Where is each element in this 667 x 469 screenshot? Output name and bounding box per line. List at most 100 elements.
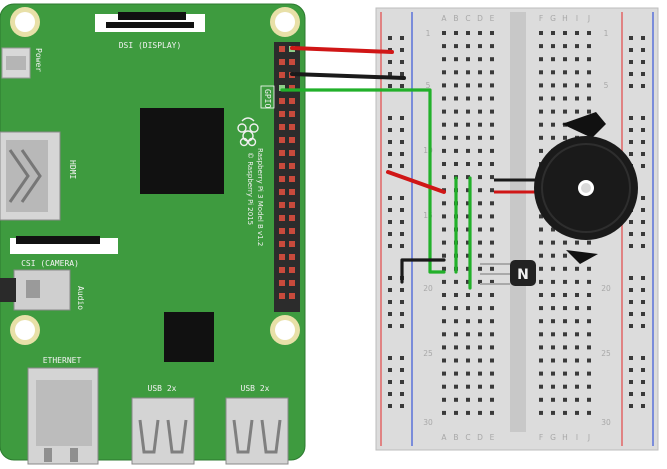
breadboard-hole bbox=[563, 109, 567, 114]
breadboard-hole bbox=[641, 368, 645, 372]
gpio-pin bbox=[279, 202, 285, 208]
breadboard-hole bbox=[629, 300, 633, 304]
breadboard-hole bbox=[490, 358, 494, 363]
svg-text:D: D bbox=[477, 433, 483, 442]
breadboard-hole bbox=[641, 404, 645, 408]
breadboard-hole bbox=[466, 306, 470, 311]
breadboard-hole bbox=[539, 371, 543, 376]
breadboard-hole bbox=[400, 392, 404, 396]
npn-transistor: N bbox=[480, 260, 536, 286]
breadboard-hole bbox=[641, 60, 645, 64]
breadboard-hole bbox=[575, 96, 579, 101]
breadboard-hole bbox=[442, 358, 446, 363]
breadboard-hole bbox=[563, 345, 567, 350]
breadboard-hole bbox=[490, 122, 494, 127]
breadboard-hole bbox=[490, 201, 494, 206]
breadboard-hole bbox=[563, 31, 567, 35]
breadboard-hole bbox=[466, 253, 470, 258]
gpio-pin bbox=[289, 254, 295, 260]
breadboard-hole bbox=[388, 72, 392, 76]
breadboard-hole bbox=[551, 227, 555, 232]
wire-black-rail bbox=[400, 258, 446, 284]
gpio-pin bbox=[289, 150, 295, 156]
svg-text:J: J bbox=[587, 14, 590, 23]
hdmi-label: HDMI bbox=[68, 160, 77, 179]
breadboard-hole bbox=[442, 96, 446, 101]
breadboard-hole bbox=[442, 319, 446, 324]
breadboard-hole bbox=[442, 148, 446, 153]
breadboard-hole bbox=[587, 293, 591, 297]
breadboard-hole bbox=[466, 358, 470, 363]
breadboard-hole bbox=[442, 306, 446, 311]
breadboard-hole bbox=[478, 148, 482, 153]
gpio-pin bbox=[289, 215, 295, 221]
breadboard-hole bbox=[629, 116, 633, 120]
breadboard-hole bbox=[400, 220, 404, 224]
svg-text:1: 1 bbox=[604, 29, 609, 38]
gpio-pin bbox=[289, 98, 295, 104]
breadboard-hole bbox=[478, 384, 482, 389]
breadboard-hole bbox=[575, 70, 579, 75]
gpio-header: GPIO bbox=[260, 42, 300, 312]
breadboard-hole bbox=[466, 31, 470, 35]
breadboard-hole bbox=[478, 266, 482, 271]
piezo-buzzer bbox=[494, 112, 638, 264]
breadboard-hole bbox=[388, 404, 392, 408]
dsi-connector: DSI (DISPLAY) bbox=[95, 12, 205, 50]
breadboard-hole bbox=[442, 293, 446, 297]
gpio-pin bbox=[279, 228, 285, 234]
breadboard-hole bbox=[563, 293, 567, 297]
breadboard-hole bbox=[490, 227, 494, 232]
breadboard-hole bbox=[551, 57, 555, 62]
breadboard-hole bbox=[551, 122, 555, 127]
breadboard-hole bbox=[442, 253, 446, 258]
breadboard-hole bbox=[490, 397, 494, 402]
gpio-pin bbox=[289, 85, 295, 91]
breadboard-hole bbox=[575, 345, 579, 350]
breadboard-hole bbox=[442, 162, 446, 166]
gpio-pin bbox=[289, 241, 295, 247]
breadboard-hole bbox=[539, 96, 543, 101]
breadboard-hole bbox=[629, 276, 633, 280]
svg-text:30: 30 bbox=[601, 418, 611, 427]
breadboard-hole bbox=[587, 57, 591, 62]
breadboard-hole bbox=[575, 240, 579, 245]
breadboard-hole bbox=[641, 324, 645, 328]
breadboard-hole bbox=[587, 306, 591, 311]
breadboard-hole bbox=[442, 201, 446, 206]
breadboard-hole bbox=[442, 227, 446, 232]
breadboard-hole bbox=[551, 279, 555, 284]
breadboard-hole bbox=[539, 227, 543, 232]
breadboard-hole bbox=[490, 148, 494, 153]
breadboard-hole bbox=[575, 397, 579, 402]
row-numbers-left: 1 5 10 15 20 25 30 bbox=[423, 29, 433, 427]
breadboard-hole bbox=[400, 232, 404, 236]
gpio-pin bbox=[289, 59, 295, 65]
breadboard-hole bbox=[629, 220, 633, 224]
breadboard-hole bbox=[442, 240, 446, 245]
breadboard-hole bbox=[587, 279, 591, 284]
svg-text:© Raspberry Pi 2015: © Raspberry Pi 2015 bbox=[246, 152, 254, 225]
gpio-pin bbox=[289, 202, 295, 208]
breadboard-hole bbox=[587, 240, 591, 245]
ethernet-port: ETHERNET bbox=[27, 356, 99, 465]
center-channel bbox=[510, 12, 526, 432]
breadboard-hole bbox=[454, 306, 458, 311]
breadboard-hole bbox=[490, 371, 494, 376]
gpio-pin bbox=[289, 137, 295, 143]
csi-label: CSI (CAMERA) bbox=[21, 259, 79, 268]
breadboard-hole bbox=[587, 319, 591, 324]
breadboard-hole bbox=[400, 60, 404, 64]
breadboard-hole bbox=[587, 345, 591, 350]
breadboard-hole bbox=[539, 410, 543, 415]
gpio-pin bbox=[289, 176, 295, 182]
breadboard-hole bbox=[539, 332, 543, 337]
svg-text:G: G bbox=[550, 14, 556, 23]
breadboard-hole bbox=[466, 371, 470, 376]
breadboard-hole bbox=[563, 135, 567, 140]
ethernet-label: ETHERNET bbox=[43, 356, 82, 365]
breadboard-hole bbox=[466, 397, 470, 402]
breadboard-hole bbox=[587, 410, 591, 415]
breadboard-hole bbox=[478, 188, 482, 193]
breadboard-hole bbox=[575, 306, 579, 311]
